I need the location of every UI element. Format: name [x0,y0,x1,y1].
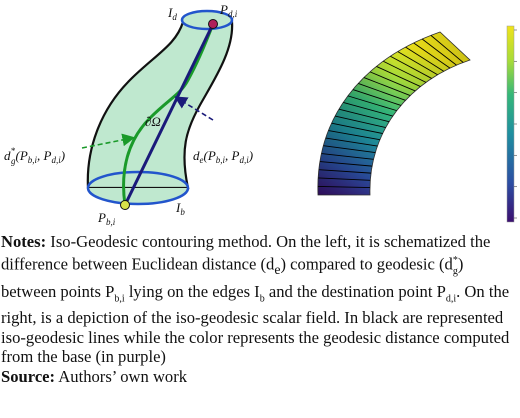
euclidean-arrow [174,96,214,121]
iso-line [328,130,380,141]
iso-line [331,122,383,134]
iso-line [323,145,376,154]
iso-line [338,108,390,123]
iso-line [363,77,411,96]
iso-line [390,55,432,79]
figure: Id Pd,i ∂Ω d*g(Pb,i, Pd,i) de(Pb,i, Pd,i… [4,2,517,227]
band-shading [317,32,470,195]
iso-line [317,185,370,189]
tube-diagram: Id Pd,i ∂Ω d*g(Pb,i, Pd,i) de(Pb,i, Pd,i… [4,2,253,227]
source-text: Authors’ own work [55,366,188,386]
iso-line [321,153,374,160]
iso-line [413,42,451,69]
iso-line [343,101,393,117]
iso-line [397,51,438,76]
iso-line [335,115,386,128]
label-dg: d*g(Pb,i, Pd,i) [4,146,65,166]
iso-line [347,95,397,112]
iso-line [383,60,427,83]
geodesic-path [122,23,215,206]
iso-line [376,66,421,87]
iso-line [319,161,373,167]
notes-label: Notes: [1,232,47,251]
caption: Notes: Iso-Geodesic contouring method. O… [1,232,510,386]
euclidean-line [123,23,215,206]
geodesic-arrow [81,133,136,149]
iso-line [352,89,402,106]
iso-geodesic-lines [317,35,464,189]
top-edge-ring [180,9,234,31]
tube-body [86,20,234,190]
label-Id: Id [167,5,177,22]
colorbar [506,25,517,223]
label-Pbi: Pb,i [97,210,116,227]
iso-line [325,137,378,147]
label-Pdi: Pd,i [219,2,238,19]
iso-line [405,46,444,72]
source-label: Source: [1,366,56,386]
iso-line [430,35,464,63]
start-point [120,200,130,210]
bottom-edge-ring-back [86,170,190,189]
destination-point [208,19,218,29]
iso-line [318,177,371,181]
iso-geodesic-plot [317,31,471,196]
label-dOmega: ∂Ω [145,114,161,129]
iso-line [358,83,406,101]
iso-line [421,38,457,66]
iso-line [369,71,416,92]
bottom-edge-ring-front [86,187,190,206]
iso-line [318,169,372,174]
label-Ib: Ib [175,200,185,217]
label-de: de(Pb,i, Pd,i) [193,148,253,165]
